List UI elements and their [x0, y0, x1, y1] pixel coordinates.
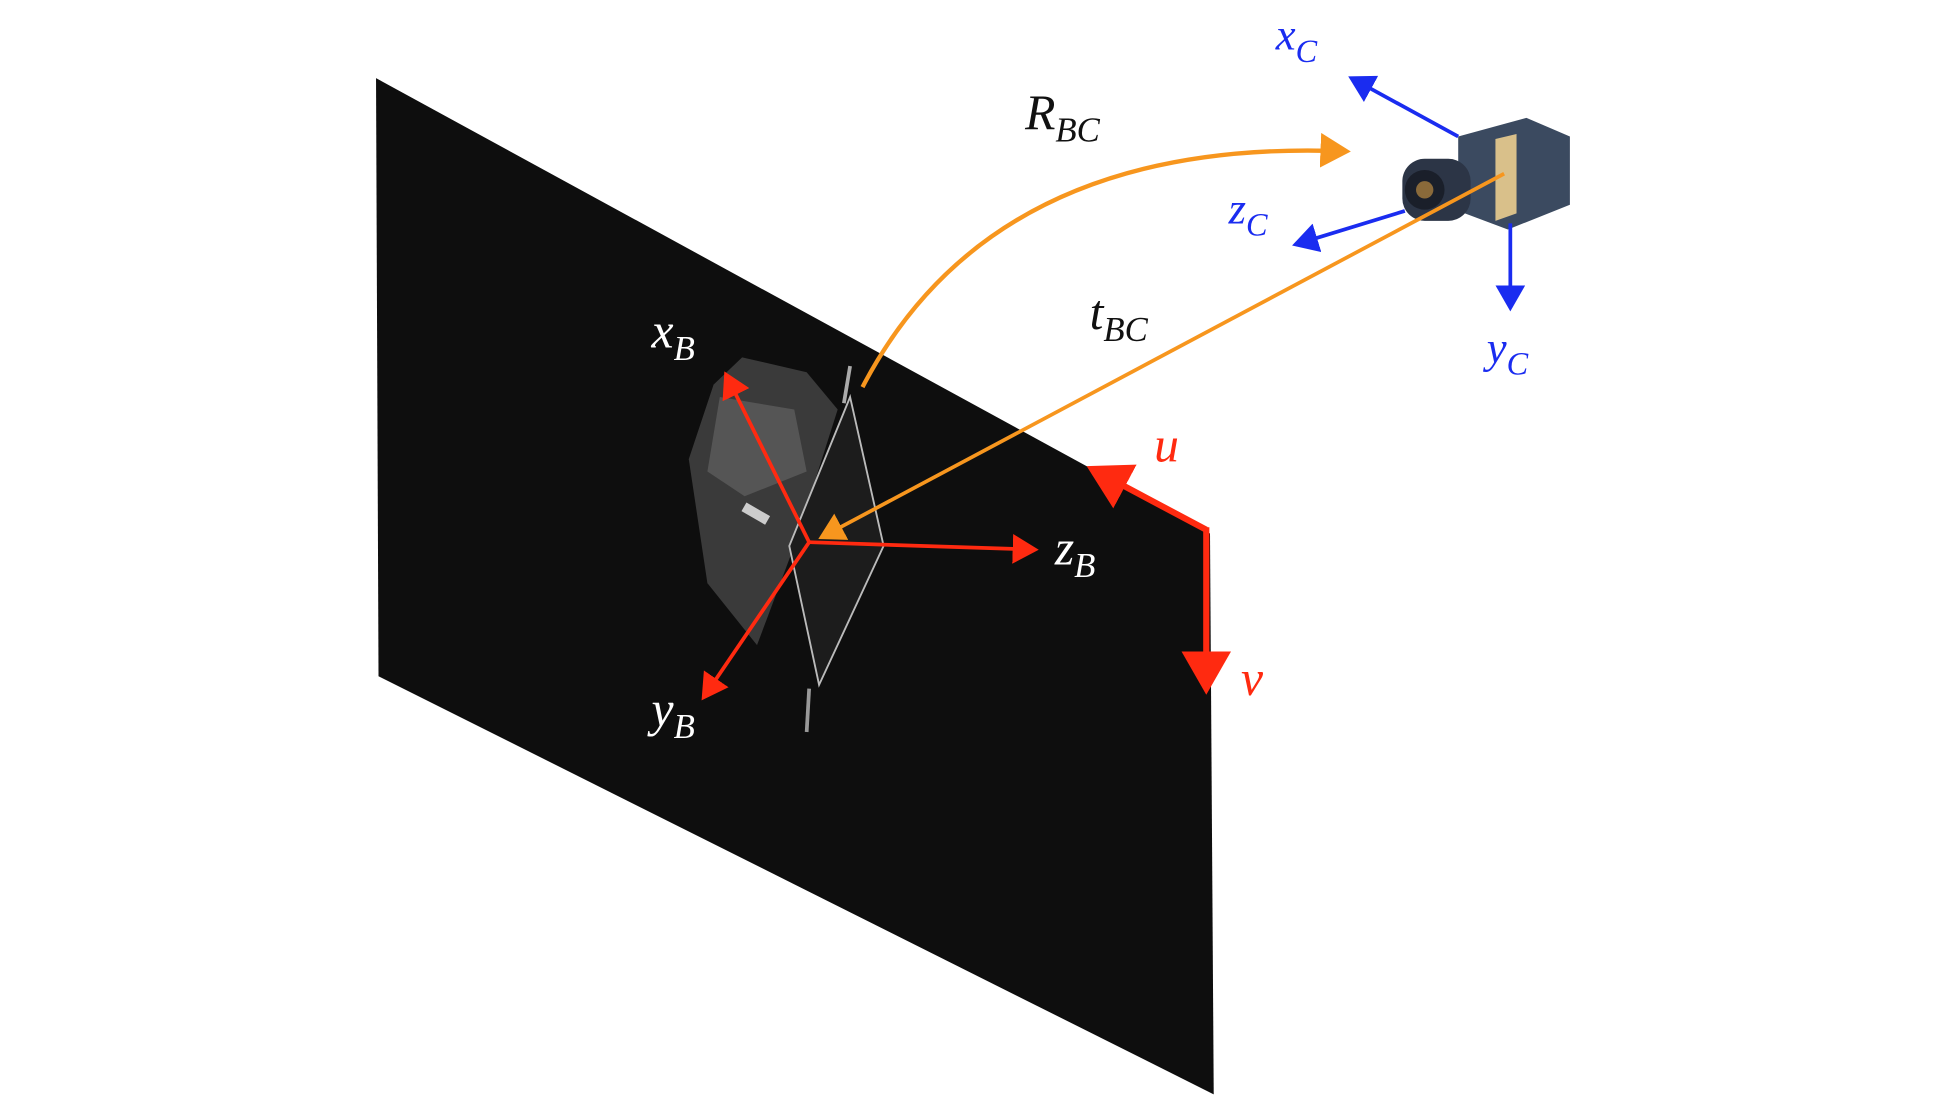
body-y-axis	[701, 541, 811, 701]
camera-x-label: xC	[1275, 10, 1318, 69]
rotation-arc	[860, 132, 1351, 389]
body-z-label: zB	[1054, 521, 1096, 585]
body-y-label: yB	[647, 682, 695, 746]
image-u-axis	[1086, 464, 1208, 533]
camera-icon	[1402, 117, 1570, 230]
body-x-label: xB	[651, 303, 695, 367]
rotation-label: RBC	[1024, 85, 1101, 149]
satellite-image	[688, 357, 885, 733]
image-plane	[376, 78, 1214, 1095]
image-v-label: v	[1241, 651, 1264, 706]
camera-z-label: zC	[1228, 183, 1268, 242]
body-z-axis	[809, 534, 1039, 564]
camera-y-label: yC	[1483, 322, 1529, 381]
body-x-axis	[722, 371, 811, 544]
image-u-label: u	[1154, 418, 1179, 473]
translation-vector	[818, 172, 1505, 540]
camera-z-axis	[1292, 209, 1406, 253]
translation-label: tBC	[1090, 285, 1149, 349]
camera-x-axis	[1348, 75, 1460, 139]
